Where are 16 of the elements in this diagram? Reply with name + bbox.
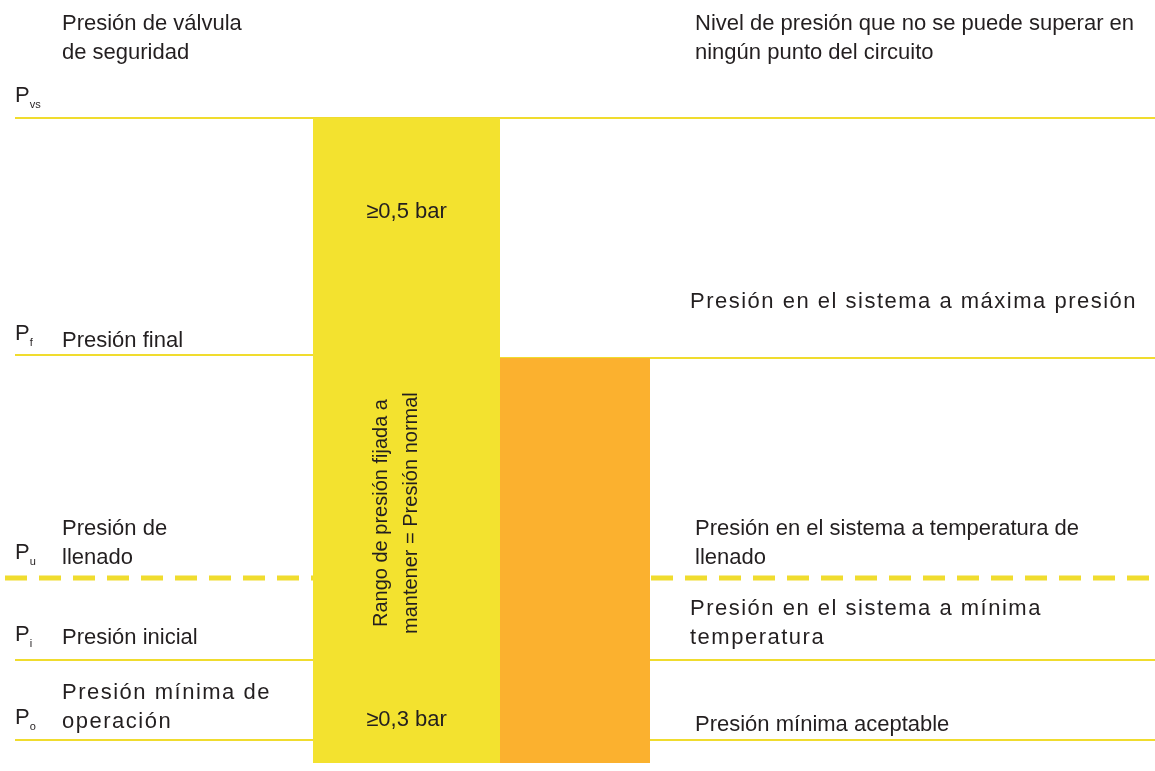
vertical-text: Rango de presión fijada a mantener = Presión normal: [368, 391, 422, 636]
pressure-bar: [500, 358, 650, 763]
level-description: Presión en el sistema a mínima temperatura: [690, 594, 1043, 651]
level-name: Presión de válvula de seguridad: [62, 9, 243, 66]
pressure-value: ≥0,5 bar: [365, 198, 448, 224]
level-name: Presión final: [62, 326, 185, 354]
pressure-symbol: P$_{vs}$: [15, 81, 42, 112]
level-name: Presión mínima de operación: [62, 678, 272, 735]
level-name: Presión de llenado: [62, 514, 169, 571]
level-description: Presión en el sistema a máxima presión: [690, 287, 1139, 315]
pressure-range-bar: [313, 118, 500, 763]
level-name: Presión inicial: [62, 623, 199, 651]
level-description: Nivel de presión que no se puede superar en ningún punto del circuito: [695, 9, 1136, 66]
level-description: Presión en el sistema a temperatura de llenado: [695, 514, 1080, 571]
pressure-value: ≥0,3 bar: [365, 706, 448, 732]
level-description: Presión mínima aceptable: [695, 710, 951, 738]
